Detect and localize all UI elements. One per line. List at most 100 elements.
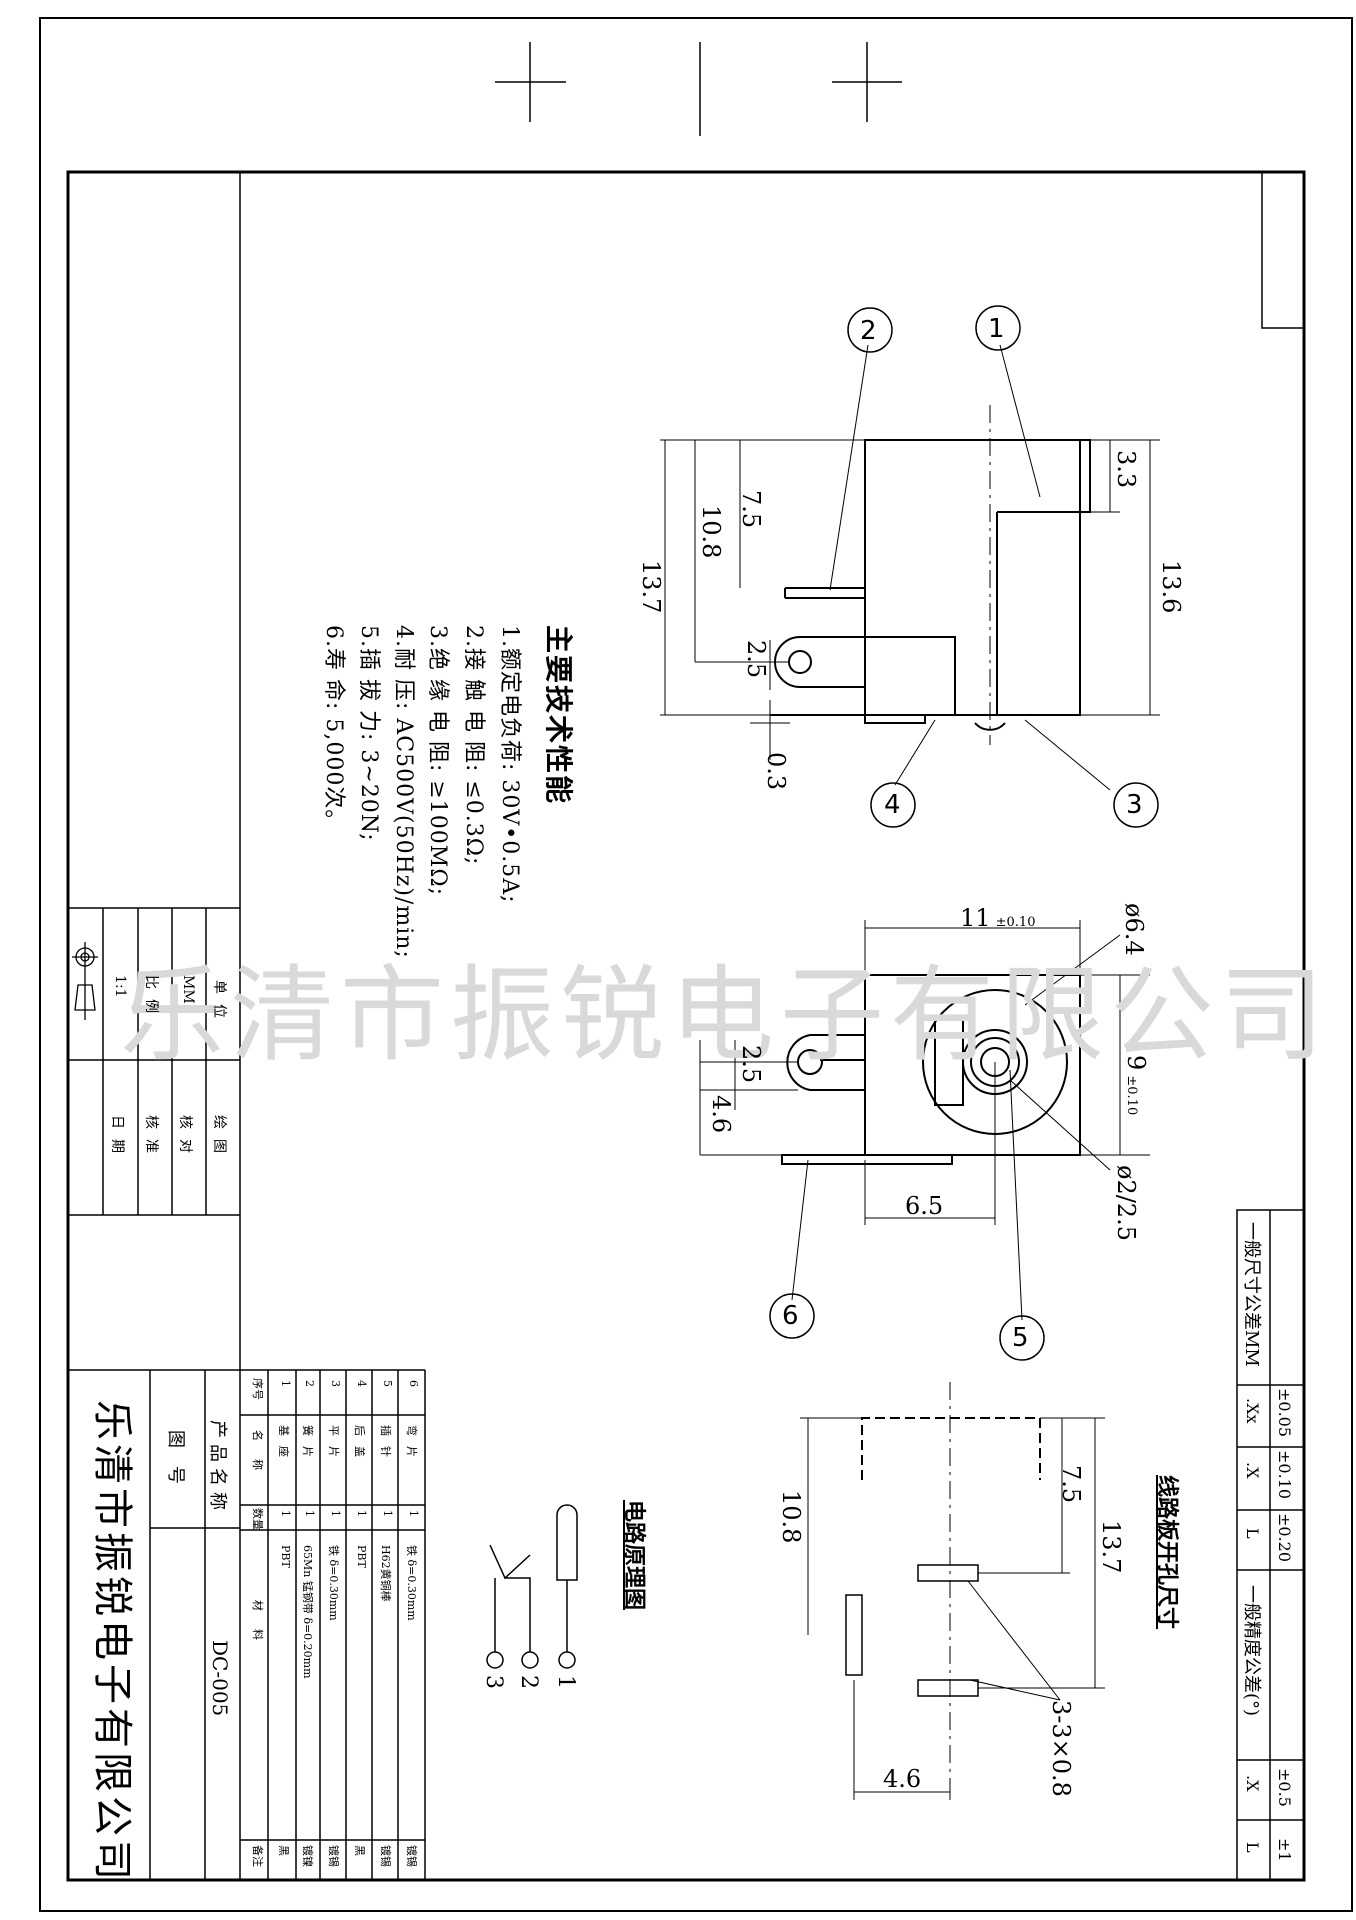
unit-value: MM	[180, 975, 196, 1004]
tolerance-angle-title: 一般精度公差(°)	[1241, 1585, 1262, 1717]
dim-2-5-front: 2.5	[737, 1045, 765, 1084]
pcb-dims	[800, 1417, 1105, 1800]
inner-border	[66, 170, 1306, 1882]
bom-no: 6	[407, 1380, 420, 1387]
circuit-pin-3: 3	[481, 1675, 506, 1689]
pcb-holes-spec: 3-3×0.8	[1047, 1700, 1075, 1797]
spec-line: 4.耐 压: AC500V(50Hz)/min;	[391, 625, 416, 959]
dim-7-5-side: 7.5	[737, 490, 765, 529]
tol-header-xx: .Xx	[1243, 1398, 1262, 1424]
circuit-pin-1: 1	[553, 1675, 578, 1689]
bom-remark: 镀锡	[327, 1845, 340, 1867]
circuit-title: 电路原理图	[621, 1500, 647, 1611]
spec-line: 2.接 触 电 阻: ≤0.3Ω;	[461, 625, 486, 866]
scale-value: 1:1	[112, 975, 128, 998]
title-column-lines	[67, 172, 426, 1881]
bom-header-name: 名称	[251, 1430, 264, 1488]
bom-no: 2	[303, 1380, 316, 1387]
corner-box	[1261, 172, 1304, 329]
bom-qty: 1	[407, 1510, 420, 1517]
projection-symbol	[72, 942, 98, 1020]
dim-6-5: 6.5	[905, 1192, 944, 1220]
bom-material: 铁 δ=0.30mm	[405, 1545, 418, 1621]
dim-width-value: 11	[960, 904, 991, 932]
draw-label: 绘图	[211, 1115, 227, 1163]
tol-value-xx-cell: ±0.05	[1275, 1388, 1294, 1438]
approve-label: 核准	[143, 1115, 159, 1163]
tol-header-x: .X	[1243, 1462, 1262, 1479]
callout-2: 2	[860, 316, 877, 346]
dim-phi-6-4: ø6.4	[1120, 903, 1148, 956]
bom-material: 铁 δ=0.30mm	[327, 1545, 340, 1621]
check-label: 核对	[177, 1115, 193, 1163]
tolerance-size-title: 一般尺寸公差MM	[1241, 1222, 1262, 1367]
bom-header-material: 材料	[251, 1600, 264, 1658]
unit-label: 单位	[211, 980, 227, 1028]
bom-no: 4	[355, 1380, 368, 1387]
pcb-dim-13-7: 13.7	[1097, 1520, 1125, 1574]
dim-2-5-side: 2.5	[742, 640, 770, 679]
tolerance-table-lines	[1236, 1209, 1305, 1881]
dim-height: 9 ±0.10	[1122, 1055, 1150, 1115]
pcb-dim-4-6: 4.6	[883, 1765, 922, 1793]
side-view-callouts	[847, 305, 1159, 828]
company-name: 乐清市振锐电子有限公司	[89, 1400, 135, 1884]
bom-no: 3	[329, 1380, 342, 1387]
drawing-no-label: 图号	[165, 1430, 186, 1502]
bom-material: 65Mn 锰钢带 δ=0.20mm	[301, 1545, 314, 1679]
bom-qty: 1	[279, 1510, 292, 1517]
tol-header-l: L	[1243, 1528, 1262, 1539]
bom-name: 簧片	[301, 1425, 314, 1467]
bom-qty: 1	[355, 1510, 368, 1517]
callout-6: 6	[782, 1301, 799, 1331]
bom-name: 基座	[277, 1425, 290, 1467]
tol-value-l-cell: ±0.20	[1275, 1513, 1294, 1563]
specs-title: 主要技术性能	[542, 625, 575, 806]
pcb-dim-7-5: 7.5	[1057, 1465, 1085, 1504]
callout-4: 4	[884, 790, 901, 820]
front-view-dims	[699, 920, 1150, 1321]
bom-material: H62黄铜棒	[379, 1545, 392, 1602]
spec-line: 1.额定电负荷: 30V•0.5A;	[497, 625, 522, 904]
callout-5: 5	[1012, 1323, 1029, 1353]
side-view-dims	[660, 344, 1160, 791]
bom-no: 5	[381, 1380, 394, 1387]
dim-13-7-side: 13.7	[637, 560, 665, 614]
circuit-pin-2: 2	[516, 1675, 541, 1689]
tol-angle-value-x: ±0.5	[1275, 1768, 1294, 1807]
bom-qty: 1	[329, 1510, 342, 1517]
bom-header-qty: 数量	[251, 1508, 264, 1530]
tol-angle-header-l: L	[1243, 1842, 1262, 1853]
product-name-label: 产品名称	[207, 1420, 228, 1516]
dim-3-3: 3.3	[1112, 450, 1140, 489]
bom-header-remark: 备注	[251, 1845, 264, 1867]
bom-qty: 1	[303, 1510, 316, 1517]
dim-0-3: 0.3	[762, 752, 790, 791]
bom-remark: 镀锡	[405, 1845, 418, 1867]
scale-label: 比例	[143, 975, 159, 1023]
callout-3: 3	[1126, 790, 1143, 820]
circuit-schematic	[486, 1504, 578, 1669]
tol-angle-value-l: ±1	[1275, 1838, 1294, 1862]
pcb-layout	[845, 1382, 1041, 1790]
bom-name: 弯片	[405, 1425, 418, 1467]
bom-header-no: 序号	[251, 1378, 264, 1400]
side-view	[770, 405, 1091, 745]
bom-name: 插针	[379, 1425, 392, 1467]
spec-line: 3.绝 缘 电 阻: ≥100MΩ;	[425, 625, 450, 896]
outer-border	[39, 17, 1353, 1912]
bom-name: 后盖	[353, 1425, 366, 1467]
callout-1: 1	[988, 314, 1005, 344]
dim-height-tol: ±0.10	[1124, 1075, 1139, 1116]
spec-line: 5.插 拔 力: 3~20N;	[356, 625, 381, 842]
bom-qty: 1	[381, 1510, 394, 1517]
bom-material: PBT	[279, 1545, 292, 1568]
bom-remark: 镀镍	[301, 1845, 314, 1867]
bom-material: PBT	[355, 1545, 368, 1568]
tol-angle-header-x: .X	[1243, 1775, 1262, 1792]
dim-10-8-side: 10.8	[697, 505, 725, 559]
bom-name: 平片	[327, 1425, 340, 1467]
front-view-callouts	[769, 1293, 1045, 1361]
watermark: 乐清市振锐电子有限公司	[120, 954, 1331, 1076]
